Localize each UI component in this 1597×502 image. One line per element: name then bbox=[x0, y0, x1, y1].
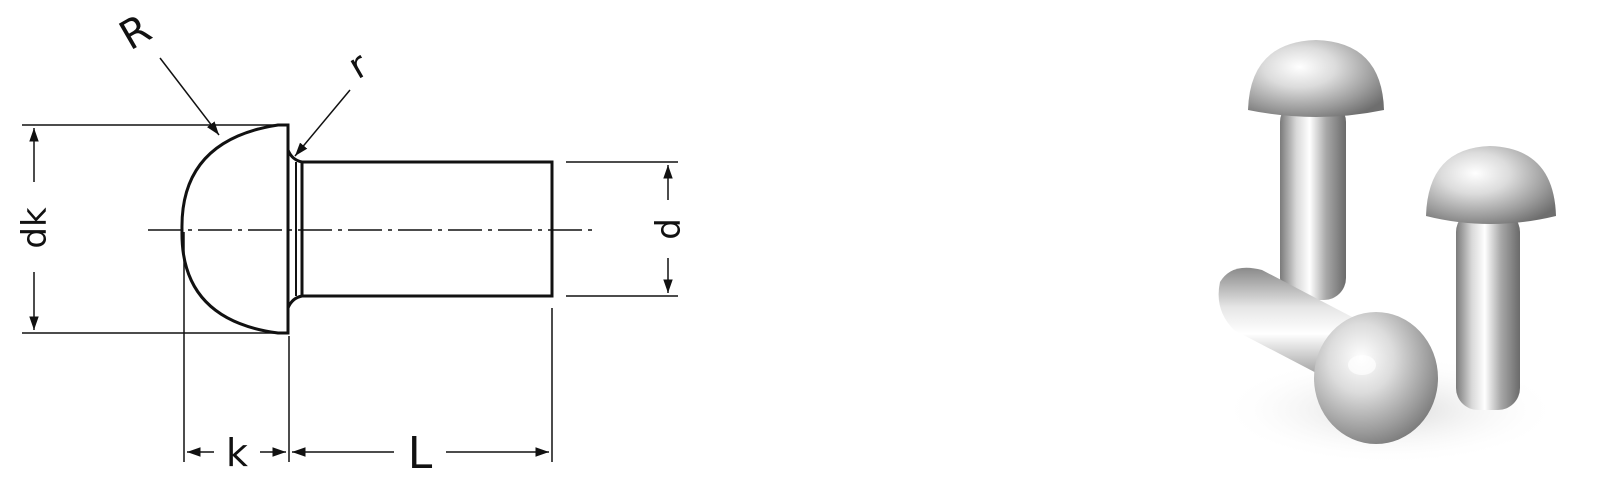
label-k: k bbox=[226, 431, 248, 475]
extension-lines bbox=[22, 124, 678, 462]
rivet-lying bbox=[1218, 267, 1438, 444]
rivets-photo bbox=[1218, 40, 1560, 465]
rivet-outline bbox=[180, 123, 554, 335]
label-r: r bbox=[342, 44, 375, 87]
rivet-technical-drawing: dk d k L R r bbox=[15, 6, 689, 479]
label-d: d bbox=[649, 218, 689, 240]
leader-r bbox=[294, 89, 351, 157]
rivet-neck bbox=[286, 149, 303, 309]
rivet-standing-right bbox=[1426, 146, 1556, 410]
leader-R bbox=[159, 57, 220, 136]
label-L: L bbox=[408, 428, 433, 479]
rivet-standing-left bbox=[1248, 40, 1384, 300]
rivet-head-dome bbox=[180, 123, 290, 335]
label-R: R bbox=[112, 6, 159, 60]
label-dk: dk bbox=[15, 207, 55, 249]
rivet-shank bbox=[300, 160, 554, 298]
